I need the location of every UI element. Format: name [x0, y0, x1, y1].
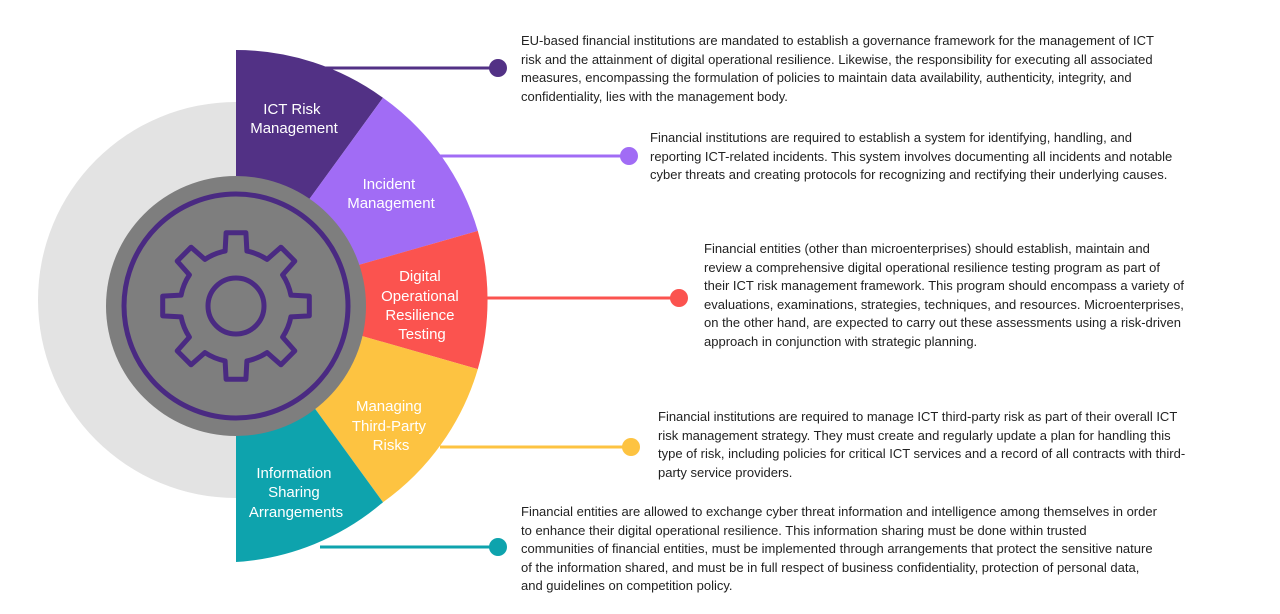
connector-ict-risk-management [320, 59, 507, 77]
description-line: party service providers. [658, 464, 793, 480]
description-line: Financial entities (other than microente… [704, 241, 1150, 256]
description-line: risk management strategy. They must crea… [658, 427, 1171, 443]
description-line: communities of financial entities, must … [521, 541, 1153, 556]
description-line: evaluations, examinations, strategies, t… [704, 296, 1184, 312]
connector-dot [620, 147, 638, 165]
segment-label-ict-risk-management: ICT Risk Management [250, 101, 338, 137]
description-line: cyber threats and creating protocols for… [650, 167, 1168, 182]
hub-disc [106, 176, 366, 436]
description-line: approach in conjunction with strategic p… [704, 333, 978, 349]
description-incident-management: Financial institutions are required to e… [650, 129, 1172, 185]
connector-managing-third-party-risks [440, 438, 640, 456]
description-line: and guidelines on competition policy. [521, 578, 733, 593]
description-line: confidentiality, lies with the managemen… [521, 88, 788, 104]
description-line: Financial institutions are required to m… [658, 409, 1178, 424]
gear-icon [160, 230, 312, 382]
segment-label-digital-operational-resilience-testing: Digital Operational Resilience Testing [381, 268, 463, 343]
description-line: of the information shared, and must be i… [521, 559, 1140, 575]
description-line: type of risk, including policies for cri… [658, 446, 1186, 461]
segment-label-incident-management: Incident Management [347, 176, 435, 212]
description-line: Financial institutions are required to e… [650, 130, 1132, 145]
description-digital-operational-resilience-testing: Financial entities (other than microente… [704, 240, 1184, 351]
connector-dot [670, 289, 688, 307]
connector-dot [489, 538, 507, 556]
description-line: to enhance their digital operational res… [521, 522, 1087, 538]
description-line: measures, encompassing the formulation o… [521, 70, 1132, 85]
description-ict-risk-management: EU-based financial institutions are mand… [521, 32, 1154, 106]
description-line: review a comprehensive digital operation… [704, 259, 1160, 275]
description-line: reporting ICT-related incidents. This sy… [650, 148, 1173, 164]
description-line: Financial entities are allowed to exchan… [521, 504, 1157, 519]
connector-dot [622, 438, 640, 456]
description-line: EU-based financial institutions are mand… [521, 33, 1155, 48]
connector-information-sharing-arrangements [320, 538, 507, 556]
description-line: on the other hand, are expected to carry… [704, 315, 1181, 330]
description-managing-third-party-risks: Financial institutions are required to m… [658, 408, 1185, 482]
connector-incident-management [440, 147, 638, 165]
hub-ring [121, 191, 351, 421]
segment-label-managing-third-party-risks: Managing Third-Party Risks [352, 398, 430, 454]
description-line: their ICT risk management framework. Thi… [704, 278, 1184, 293]
connector-digital-operational-resilience-testing [484, 289, 688, 307]
connector-dot [489, 59, 507, 77]
description-line: risk and the attainment of digital opera… [521, 51, 1153, 67]
segment-label-information-sharing-arrangements: Information Sharing Arrangements [249, 465, 343, 521]
description-information-sharing-arrangements: Financial entities are allowed to exchan… [521, 503, 1157, 596]
